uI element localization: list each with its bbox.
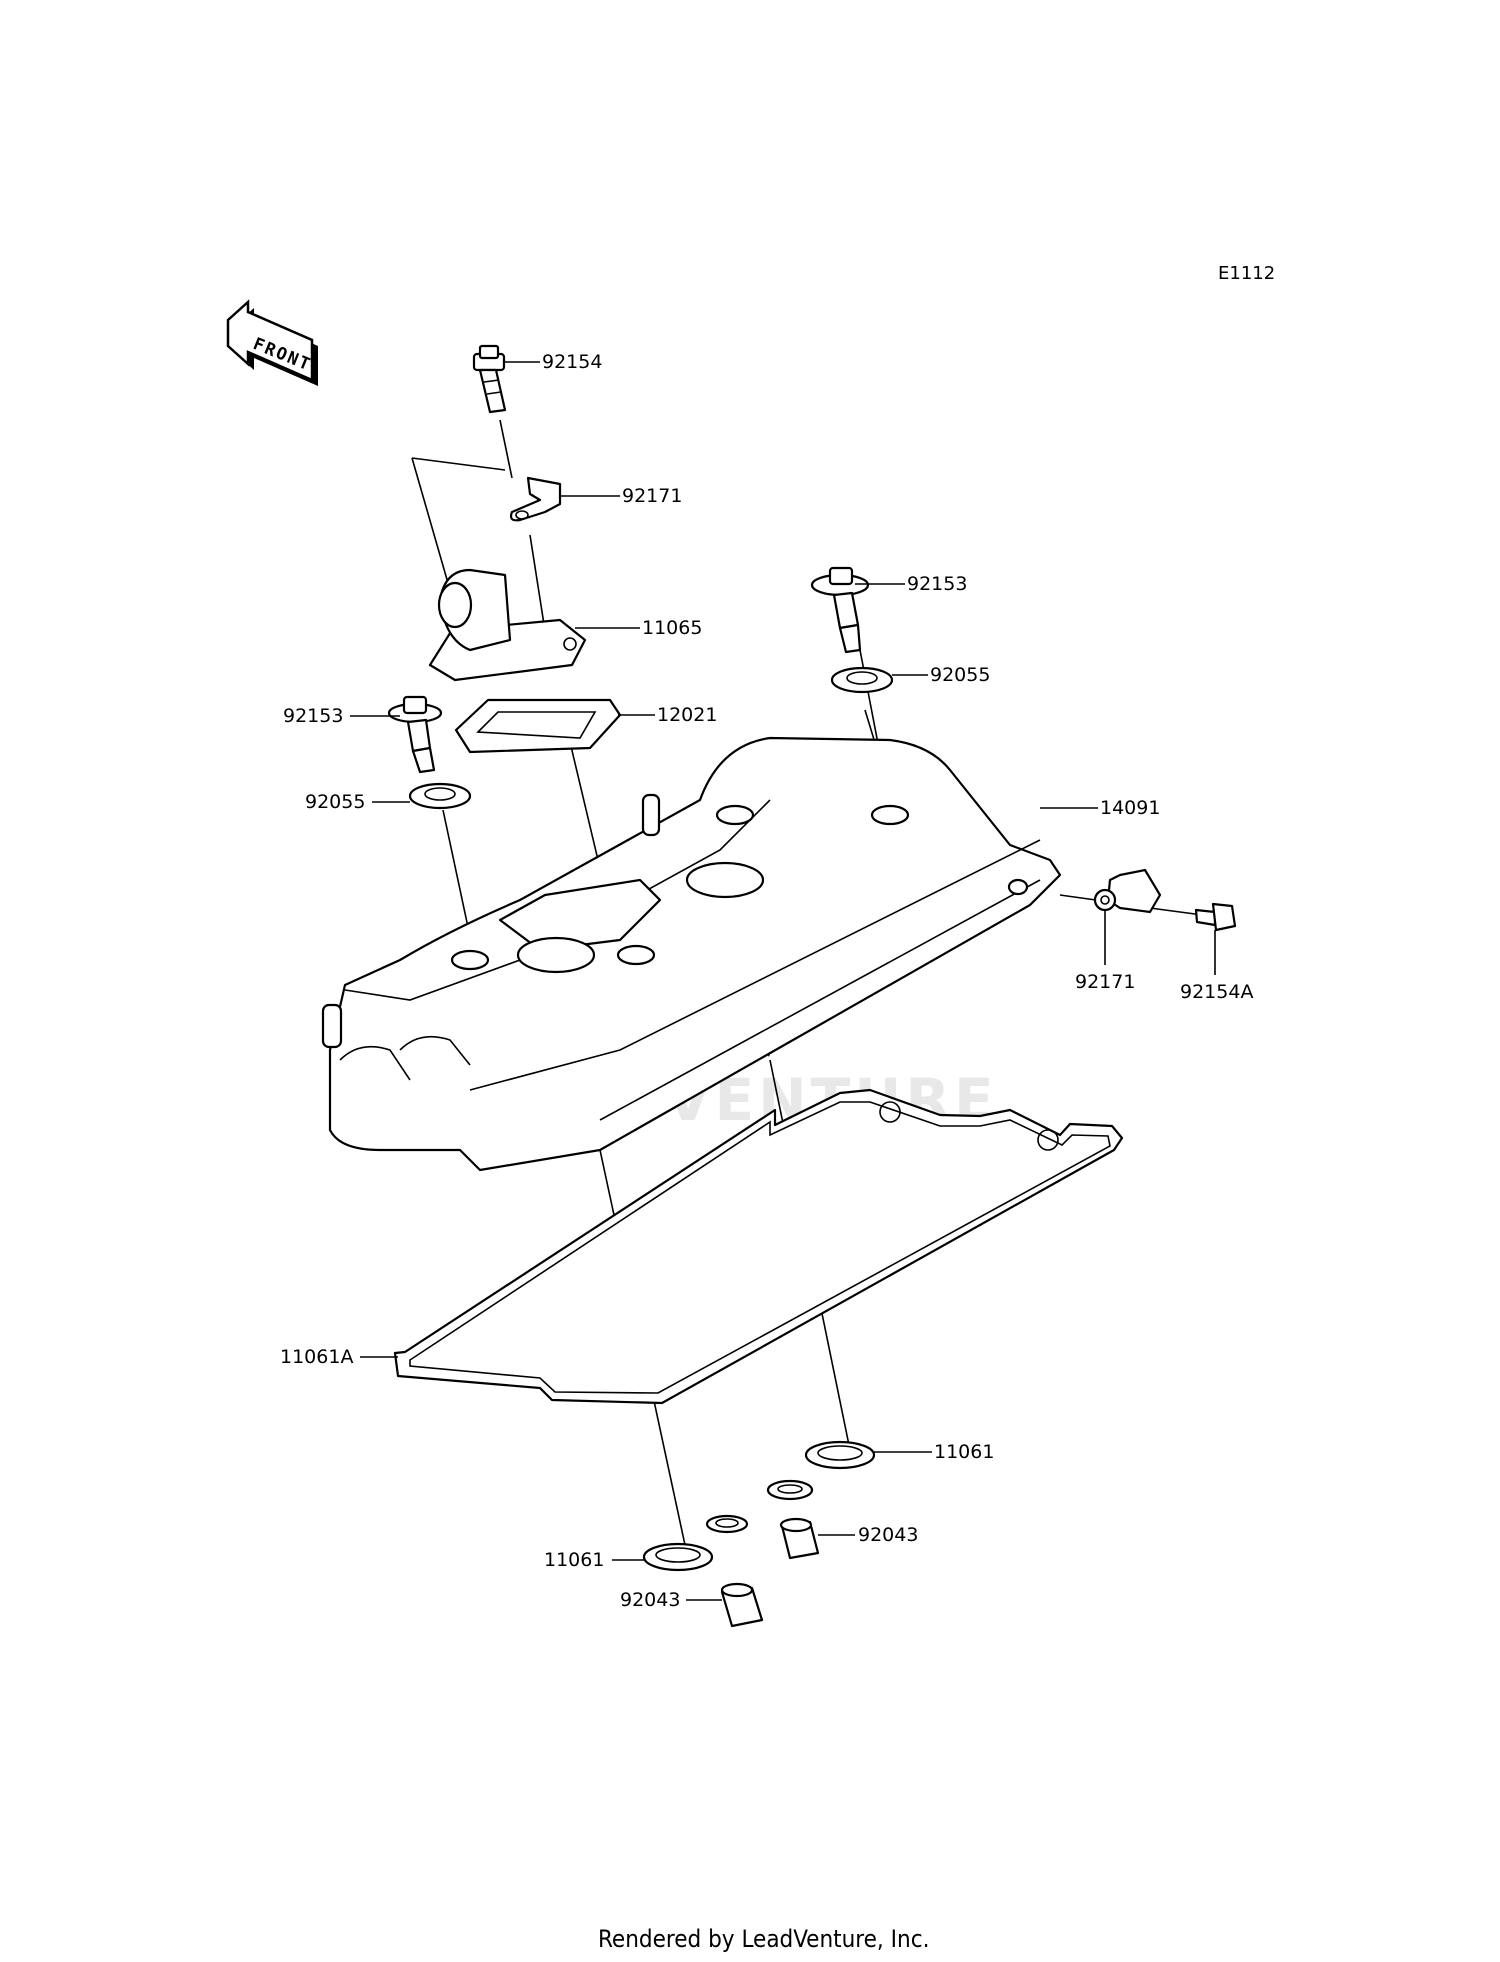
front-arrow-icon: FRONT [226,299,318,386]
callout-breather-cover-11065: 11065 [642,617,702,639]
breather-cover-11065-icon [428,568,587,682]
gasket-12021-icon [454,698,622,754]
callout-clip-92171-top: 92171 [622,485,682,507]
washer-92055-left-icon [408,782,472,810]
callout-washer-92055-left: 92055 [305,791,365,813]
callout-bolt-92154A: 92154A [1180,981,1253,1003]
clip-92171-top-icon [509,476,562,522]
collar-92043-left-icon [720,1582,764,1628]
head-cover-14091-icon [321,736,1062,1172]
bolt-92154A-icon [1194,902,1237,932]
clip-92171-right-icon [1093,868,1162,914]
bolt-92154-icon [472,344,507,414]
diagram-reference-code: E1112 [1218,263,1275,284]
footer-credit: Rendered by LeadVenture, Inc. [598,1925,929,1953]
plug-gasket-11061-left-icon [642,1514,749,1572]
gasket-11061A-icon [393,1088,1124,1405]
callout-gasket-11061A: 11061A [280,1346,353,1368]
callout-washer-92055-right: 92055 [930,664,990,686]
callout-gasket-12021: 12021 [657,704,717,726]
callout-bolt-92153-left: 92153 [283,705,343,727]
callout-lines [350,361,1216,1601]
washer-92055-right-icon [830,666,894,694]
callout-clip-92171-right: 92171 [1075,971,1135,993]
bolt-92153-right-icon [810,566,870,654]
callout-plug-gasket-11061-right: 11061 [934,1441,994,1463]
callout-head-cover-14091: 14091 [1100,797,1160,819]
callout-bolt-92154: 92154 [542,351,602,373]
plug-gasket-11061-right-icon [766,1440,876,1501]
collar-92043-right-icon [779,1517,820,1560]
callout-collar-92043-right: 92043 [858,1524,918,1546]
bolt-92153-left-icon [387,695,443,774]
callout-plug-gasket-11061-left: 11061 [544,1549,604,1571]
callout-bolt-92153-right: 92153 [907,573,967,595]
callout-collar-92043-left: 92043 [620,1589,680,1611]
